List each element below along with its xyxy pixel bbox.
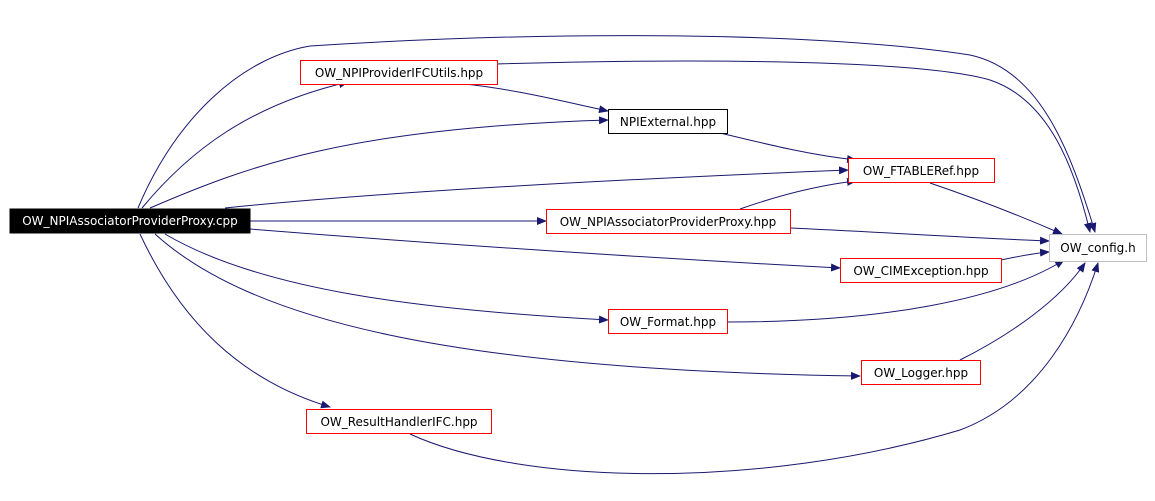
edge-root-to-ftable — [224, 166, 849, 209]
node-external[interactable]: NPIExternal.hpp — [608, 109, 728, 134]
node-utils[interactable]: OW_NPIProviderIFCUtils.hpp — [300, 60, 498, 85]
node-proxy-hpp[interactable]: OW_NPIAssociatorProviderProxy.hpp — [546, 209, 791, 234]
node-format[interactable]: OW_Format.hpp — [608, 309, 728, 334]
edge-root-to-logger — [154, 233, 861, 380]
node-root[interactable]: OW_NPIAssociatorProviderProxy.cpp — [9, 208, 251, 234]
edge-root-to-external — [149, 116, 609, 209]
edge-logger-to-config — [959, 262, 1086, 361]
node-format-label: OW_Format.hpp — [620, 315, 716, 329]
node-logger-label: OW_Logger.hpp — [874, 366, 968, 380]
node-result-label: OW_ResultHandlerIFC.hpp — [320, 415, 477, 429]
edge-root-to-result — [139, 233, 331, 409]
edge-result-to-config — [409, 262, 1100, 475]
node-root-label: OW_NPIAssociatorProviderProxy.cpp — [22, 214, 238, 228]
edge-cimexc-to-config — [1000, 248, 1050, 261]
edge-root-to-utils — [141, 80, 349, 209]
node-logger[interactable]: OW_Logger.hpp — [861, 360, 981, 385]
node-proxy-hpp-label: OW_NPIAssociatorProviderProxy.hpp — [560, 215, 777, 229]
edge-format-to-config — [726, 259, 1065, 323]
edge-proxy-hpp-to-config — [789, 227, 1050, 245]
node-config-label: OW_config.h — [1060, 241, 1135, 255]
node-ftable[interactable]: OW_FTABLERef.hpp — [848, 158, 995, 183]
edge-utils-to-external — [464, 83, 609, 114]
node-ftable-label: OW_FTABLERef.hpp — [863, 164, 979, 178]
edge-external-to-ftable — [715, 131, 857, 164]
node-cimexc-label: OW_CIMException.hpp — [853, 264, 988, 278]
edge-root-to-config-top — [137, 35, 1097, 233]
node-result[interactable]: OW_ResultHandlerIFC.hpp — [306, 409, 492, 434]
node-cimexc[interactable]: OW_CIMException.hpp — [840, 258, 1002, 283]
edge-ftable-to-config — [929, 182, 1063, 235]
edge-root-to-format — [164, 233, 609, 324]
node-utils-label: OW_NPIProviderIFCUtils.hpp — [315, 66, 483, 80]
edge-utils-to-config — [496, 60, 1092, 233]
edge-proxy-hpp-to-ftable — [739, 178, 857, 210]
edge-root-to-cimexc — [249, 228, 841, 272]
node-config[interactable]: OW_config.h — [1049, 234, 1147, 262]
node-external-label: NPIExternal.hpp — [620, 115, 716, 129]
